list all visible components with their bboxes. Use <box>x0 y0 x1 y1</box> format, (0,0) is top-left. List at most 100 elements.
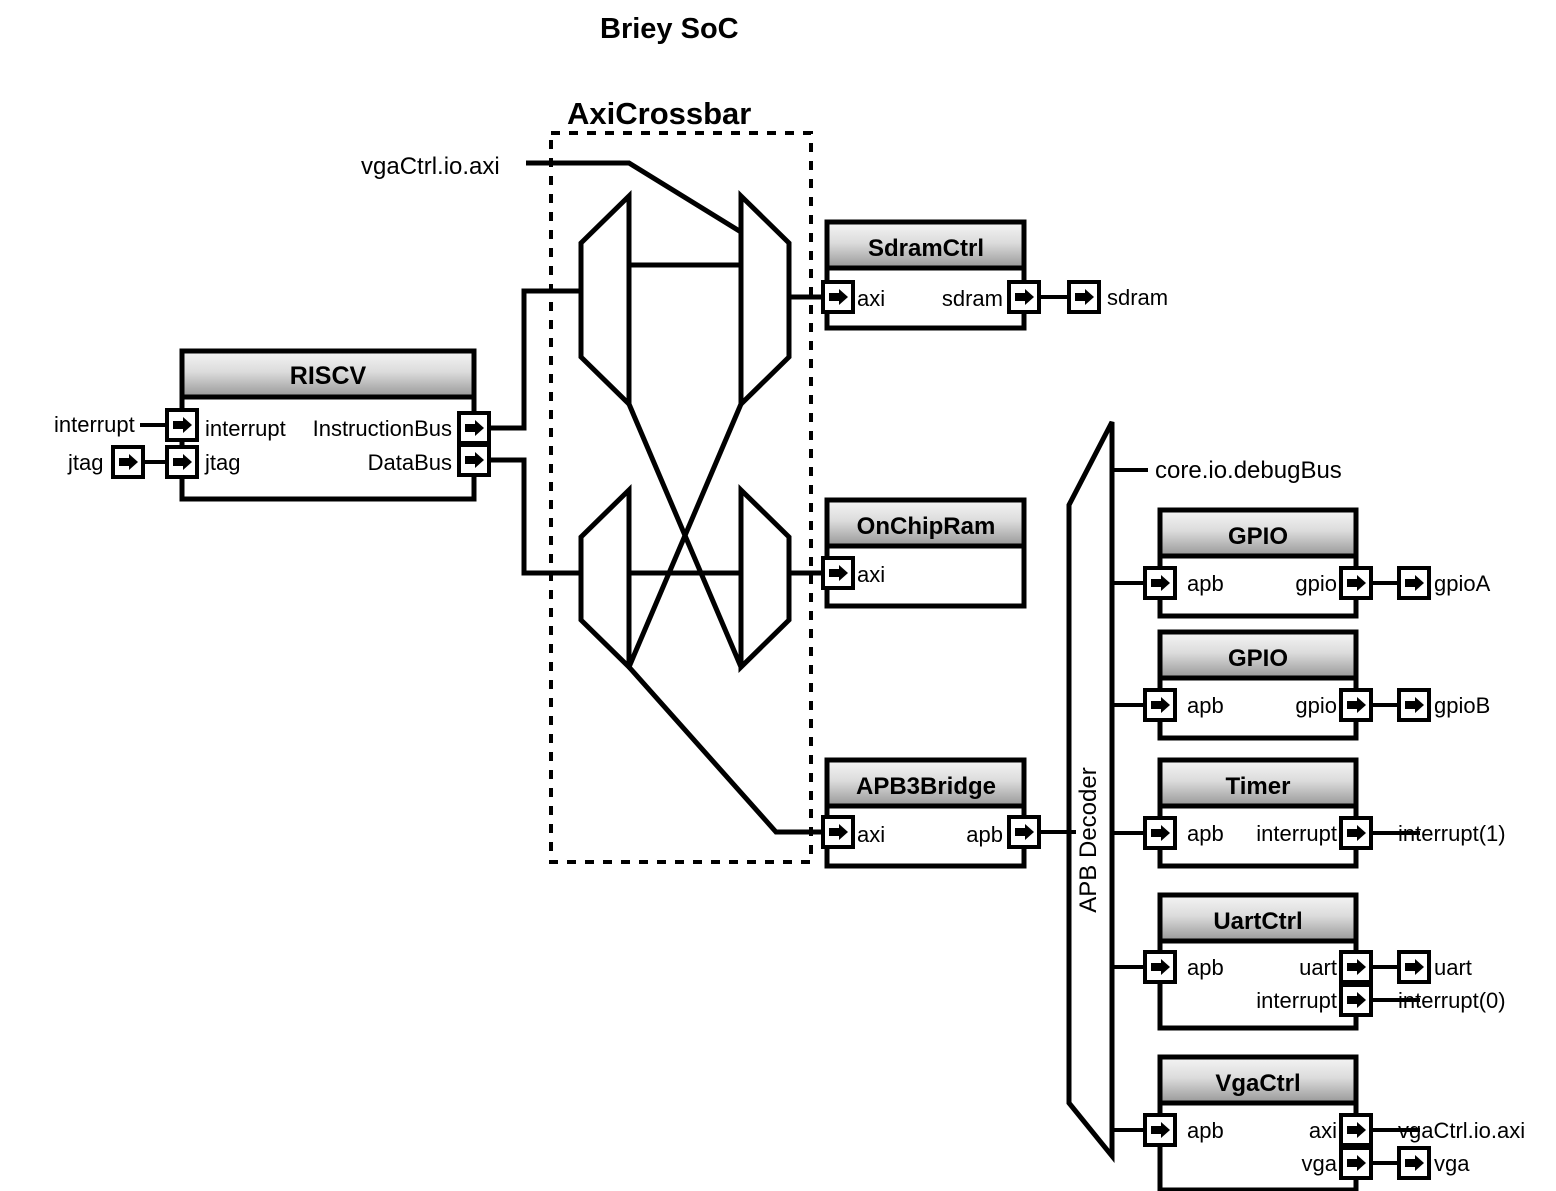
port-io-vga-out[interactable] <box>1397 1146 1431 1180</box>
block-uartctrl[interactable]: UartCtrl apb uart interrupt <box>1157 892 1359 1031</box>
crossbar-mux-bottom-right <box>738 484 792 673</box>
apb-decoder-debugbus-label: core.io.debugBus <box>1155 457 1342 484</box>
port-riscv-databus[interactable] <box>457 443 491 477</box>
port-sdramctrl-axi[interactable] <box>821 280 855 314</box>
io-vga-out-label: vga <box>1434 1151 1470 1176</box>
crossbar-external-bus-label: vgaCtrl.io.axi <box>361 153 500 180</box>
vgactrl-port-vga-label: vga <box>1302 1151 1338 1176</box>
uartctrl-port-uart-label: uart <box>1299 955 1337 980</box>
port-vgactrl-vga[interactable] <box>1339 1146 1373 1180</box>
riscv-port-jtag-label: jtag <box>204 450 240 475</box>
port-io-gpioB-out[interactable] <box>1397 688 1431 722</box>
apb3bridge-header <box>824 757 1027 809</box>
apb-decoder-label: APB Decoder <box>1075 767 1102 912</box>
port-uartctrl-interrupt[interactable] <box>1339 983 1373 1017</box>
port-riscv-jtag-in[interactable] <box>165 445 199 479</box>
timer-header <box>1157 757 1359 809</box>
io-timer-interrupt-out-label: interrupt(1) <box>1398 821 1506 846</box>
uartctrl-port-apb-label: apb <box>1187 955 1224 980</box>
wire-crossbar-to-apb3bridge <box>627 665 824 835</box>
port-io-gpioA-out[interactable] <box>1397 566 1431 600</box>
crossbar-mux-bottom-left <box>578 484 632 673</box>
port-io-uart-out[interactable] <box>1397 950 1431 984</box>
onchipram-header <box>824 497 1027 549</box>
timer-title: Timer <box>1226 773 1291 800</box>
crossbar-mux-top-right <box>738 190 792 410</box>
io-gpioA-out-label: gpioA <box>1434 571 1491 596</box>
port-timer-apb[interactable] <box>1143 816 1177 850</box>
timer-port-apb-label: apb <box>1187 821 1224 846</box>
block-gpio-a[interactable]: GPIO apb gpio <box>1157 507 1359 619</box>
gpio-a-port-gpio-label: gpio <box>1295 571 1337 596</box>
io-sdram-out-label: sdram <box>1107 285 1168 310</box>
onchipram-title: OnChipRam <box>857 513 996 540</box>
block-vgactrl[interactable]: VgaCtrl apb axi vga <box>1157 1054 1359 1191</box>
vgactrl-title: VgaCtrl <box>1215 1070 1300 1097</box>
port-onchipram-axi[interactable] <box>821 556 855 590</box>
io-gpioB-out-label: gpioB <box>1434 693 1490 718</box>
port-io-sdram-out[interactable] <box>1067 280 1101 314</box>
riscv-title: RISCV <box>290 362 367 390</box>
onchipram-port-axi-label: axi <box>857 562 885 587</box>
block-onchipram[interactable]: OnChipRam axi <box>824 497 1027 609</box>
gpio-a-port-apb-label: apb <box>1187 571 1224 596</box>
port-gpio-b-gpio[interactable] <box>1339 688 1373 722</box>
vgactrl-port-axi-label: axi <box>1309 1118 1337 1143</box>
port-vgactrl-axi[interactable] <box>1339 1113 1373 1147</box>
riscv-port-databus-label: DataBus <box>368 450 452 475</box>
apb3bridge-port-axi-label: axi <box>857 822 885 847</box>
gpio-b-title: GPIO <box>1228 645 1288 672</box>
wire-instructionbus-to-crossbar <box>479 288 581 431</box>
sdramctrl-title: SdramCtrl <box>868 235 984 262</box>
uartctrl-port-interrupt-label: interrupt <box>1256 988 1337 1013</box>
riscv-port-interrupt-label: interrupt <box>205 416 286 441</box>
vgactrl-port-apb-label: apb <box>1187 1118 1224 1143</box>
block-timer[interactable]: Timer apb interrupt <box>1157 757 1359 869</box>
sdramctrl-header <box>824 219 1027 271</box>
port-timer-interrupt[interactable] <box>1339 816 1373 850</box>
riscv-header <box>179 348 477 400</box>
riscv-port-instructionbus-label: InstructionBus <box>313 416 452 441</box>
wire-databus-to-crossbar <box>479 457 581 576</box>
gpio-a-title: GPIO <box>1228 523 1288 550</box>
io-interrupt-in-label: interrupt <box>54 412 135 437</box>
port-sdramctrl-sdram[interactable] <box>1007 280 1041 314</box>
page-title: Briey SoC <box>600 13 739 45</box>
vgactrl-header <box>1157 1054 1359 1106</box>
crossbar-boundary <box>549 131 813 864</box>
gpio-b-port-gpio-label: gpio <box>1295 693 1337 718</box>
uartctrl-title: UartCtrl <box>1213 908 1302 935</box>
block-sdramctrl[interactable]: SdramCtrl axi sdram <box>824 219 1027 331</box>
crossbar-mux-top-left <box>578 190 632 410</box>
timer-port-interrupt-label: interrupt <box>1256 821 1337 846</box>
crossbar-external-bus-wire <box>526 160 743 235</box>
sdramctrl-port-axi-label: axi <box>857 286 885 311</box>
port-vgactrl-apb[interactable] <box>1143 1113 1177 1147</box>
io-jtag-in-label: jtag <box>67 450 103 475</box>
port-gpio-a-apb[interactable] <box>1143 566 1177 600</box>
block-riscv[interactable]: RISCV interrupt jtag InstructionBus Data… <box>179 348 477 502</box>
port-io-jtag-in[interactable] <box>111 445 145 479</box>
sdramctrl-port-sdram-label: sdram <box>942 286 1003 311</box>
apb3bridge-title: APB3Bridge <box>856 773 996 800</box>
port-riscv-interrupt-in[interactable] <box>165 408 199 442</box>
port-apb3bridge-axi[interactable] <box>821 815 855 849</box>
io-uart-out-label: uart <box>1434 955 1472 980</box>
uartctrl-header <box>1157 892 1359 944</box>
io-vga-axi-out-label: vgaCtrl.io.axi <box>1398 1118 1525 1143</box>
gpio-a-header <box>1157 507 1359 559</box>
block-apb3bridge[interactable]: APB3Bridge axi apb <box>824 757 1027 869</box>
port-apb3bridge-apb[interactable] <box>1007 815 1041 849</box>
port-gpio-b-apb[interactable] <box>1143 688 1177 722</box>
apb3bridge-port-apb-label: apb <box>966 822 1003 847</box>
port-gpio-a-gpio[interactable] <box>1339 566 1373 600</box>
gpio-b-header <box>1157 629 1359 681</box>
port-uartctrl-uart[interactable] <box>1339 950 1373 984</box>
block-gpio-b[interactable]: GPIO apb gpio <box>1157 629 1359 741</box>
port-uartctrl-apb[interactable] <box>1143 950 1177 984</box>
crossbar-label: AxiCrossbar <box>567 96 751 131</box>
crossbar-link-cross-up <box>626 403 744 668</box>
gpio-b-port-apb-label: apb <box>1187 693 1224 718</box>
port-riscv-instructionbus[interactable] <box>457 411 491 445</box>
